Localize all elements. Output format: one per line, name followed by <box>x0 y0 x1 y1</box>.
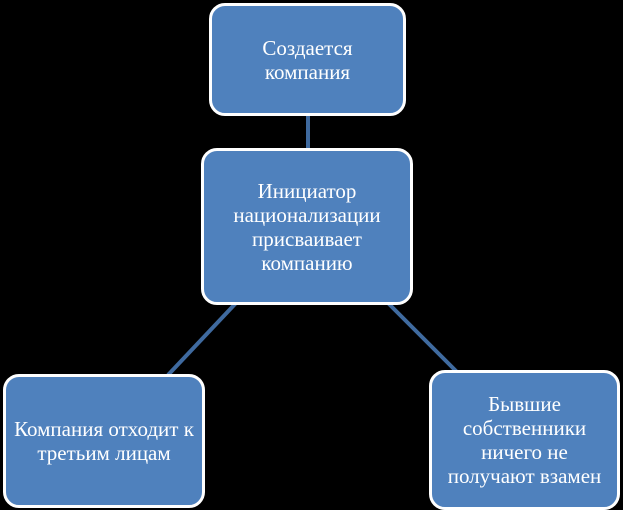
node-initiator-appropriates-label: Инициатор национализации присваивает ком… <box>233 178 381 275</box>
node-company-to-third-parties: Компания отходит к третьим лицам <box>3 374 205 508</box>
connector-center-left <box>166 301 238 377</box>
connector-center-right <box>386 301 459 374</box>
node-company-created: Создается компания <box>209 3 406 116</box>
node-initiator-appropriates: Инициатор национализации присваивает ком… <box>201 148 413 305</box>
node-former-owners-nothing-label: Бывшие собственники ничего не получают в… <box>447 392 602 488</box>
node-company-created-label: Создается компания <box>262 35 353 84</box>
node-company-to-third-parties-label: Компания отходит к третьим лицам <box>14 417 194 465</box>
node-former-owners-nothing: Бывшие собственники ничего не получают в… <box>429 370 620 510</box>
